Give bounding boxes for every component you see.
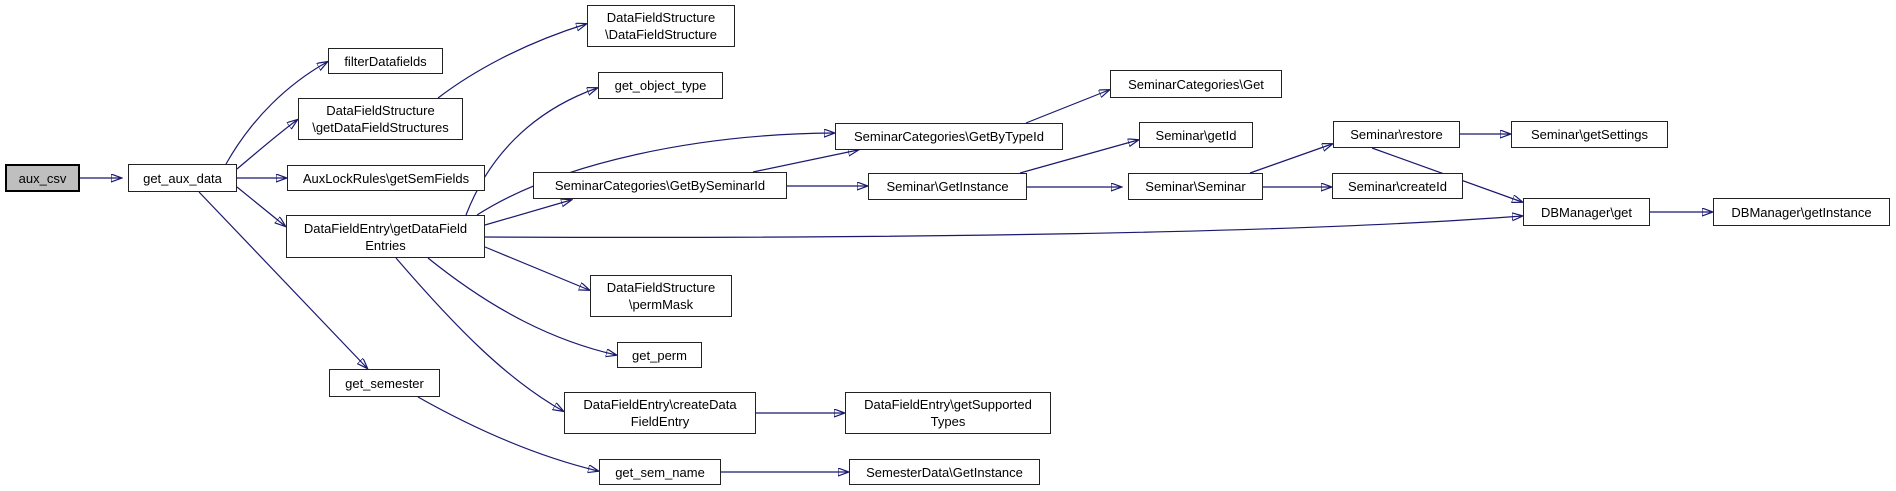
- node-get_semester[interactable]: get_semester: [329, 369, 440, 397]
- edge-get_aux_data-to-filterDatafields: [225, 62, 327, 165]
- node-label: Seminar\Seminar: [1145, 179, 1246, 194]
- edge-SeminarGetInstance-to-getId: [1019, 140, 1138, 174]
- node-label: Seminar\getSettings: [1530, 127, 1649, 142]
- edge-getDataFieldEntries-to-GetBySeminarId: [484, 200, 571, 226]
- node-label: DataFieldStructure\getDataFieldStructure…: [312, 103, 449, 135]
- node-label: filterDatafields: [344, 53, 427, 69]
- edge-getDataFieldEntries-to-GetByTypeId: [476, 133, 834, 216]
- node-label: aux_csv: [18, 170, 67, 186]
- edge-SeminarCtor-to-restore: [1249, 144, 1332, 174]
- edge-getDataFieldEntries-to-DBManagerGet: [484, 216, 1522, 238]
- node-get_object_type[interactable]: get_object_type: [598, 72, 723, 99]
- node-label: SeminarCategories\GetBySeminarId: [554, 178, 766, 193]
- node-label: Seminar\createId: [1348, 178, 1447, 194]
- node-SeminarCategoriesGet[interactable]: SeminarCategories\Get: [1110, 70, 1282, 98]
- node-DBManagerGet[interactable]: DBManager\get: [1523, 198, 1650, 226]
- edge-get_aux_data-to-getDataFieldStructures: [236, 120, 297, 170]
- node-getDataFieldStructures[interactable]: DataFieldStructure\getDataFieldStructure…: [298, 98, 463, 140]
- node-label: SeminarCategories\Get: [1128, 76, 1264, 92]
- node-label: DataFieldStructure\DataFieldStructure: [605, 10, 717, 42]
- node-getSettings[interactable]: Seminar\getSettings: [1511, 121, 1668, 148]
- node-DataFieldStructureCtor[interactable]: DataFieldStructure\DataFieldStructure: [587, 5, 735, 47]
- node-restore[interactable]: Seminar\restore: [1333, 121, 1460, 148]
- node-label: get_object_type: [614, 78, 707, 93]
- node-aux_csv[interactable]: aux_csv: [5, 164, 80, 192]
- node-label: DBManager\get: [1540, 204, 1633, 220]
- edge-getDataFieldEntries-to-createDataFieldEntry: [395, 257, 563, 411]
- edge-getDataFieldStructures-to-DataFieldStructureCtor: [437, 24, 586, 99]
- node-GetByTypeId[interactable]: SeminarCategories\GetByTypeId: [835, 123, 1063, 150]
- node-label: DBManager\getInstance: [1731, 204, 1872, 220]
- node-GetBySeminarId[interactable]: SeminarCategories\GetBySeminarId: [533, 172, 787, 199]
- edge-getDataFieldEntries-to-get_object_type: [465, 88, 597, 216]
- node-label: SemesterData\GetInstance: [866, 464, 1023, 480]
- node-label: get_aux_data: [143, 170, 222, 186]
- node-label: get_semester: [345, 375, 424, 391]
- node-label: Seminar\restore: [1350, 127, 1443, 142]
- node-getId[interactable]: Seminar\getId: [1139, 122, 1253, 148]
- node-SemesterDataGetInstance[interactable]: SemesterData\GetInstance: [849, 459, 1040, 485]
- node-get_sem_name[interactable]: get_sem_name: [599, 459, 721, 485]
- edge-get_semester-to-get_sem_name: [417, 396, 598, 471]
- node-label: AuxLockRules\getSemFields: [302, 170, 470, 186]
- node-label: Seminar\getId: [1155, 127, 1237, 143]
- edge-get_aux_data-to-getDataFieldEntries: [236, 186, 285, 226]
- node-permMask[interactable]: DataFieldStructure\permMask: [590, 275, 732, 317]
- node-DBManagerGetInstance[interactable]: DBManager\getInstance: [1713, 198, 1890, 226]
- node-filterDatafields[interactable]: filterDatafields: [328, 48, 443, 74]
- node-label: Seminar\GetInstance: [886, 179, 1009, 194]
- edge-getDataFieldEntries-to-permMask: [484, 246, 589, 290]
- edge-get_aux_data-to-get_semester: [198, 191, 367, 368]
- node-label: DataFieldStructure\permMask: [606, 280, 716, 312]
- node-SeminarGetInstance[interactable]: Seminar\GetInstance: [868, 173, 1027, 200]
- node-label: get_perm: [632, 347, 687, 363]
- edge-getDataFieldEntries-to-get_perm: [427, 257, 616, 355]
- node-createId[interactable]: Seminar\createId: [1332, 173, 1463, 199]
- node-label: SeminarCategories\GetByTypeId: [853, 129, 1045, 144]
- edge-GetBySeminarId-to-GetByTypeId: [752, 150, 858, 173]
- node-getSemFields[interactable]: AuxLockRules\getSemFields: [287, 165, 485, 191]
- node-SeminarCtor[interactable]: Seminar\Seminar: [1128, 173, 1263, 200]
- edge-GetByTypeId-to-SeminarCategoriesGet: [1025, 90, 1109, 124]
- node-label: get_sem_name: [615, 464, 705, 480]
- node-get_aux_data[interactable]: get_aux_data: [128, 164, 237, 192]
- node-get_perm[interactable]: get_perm: [617, 342, 702, 368]
